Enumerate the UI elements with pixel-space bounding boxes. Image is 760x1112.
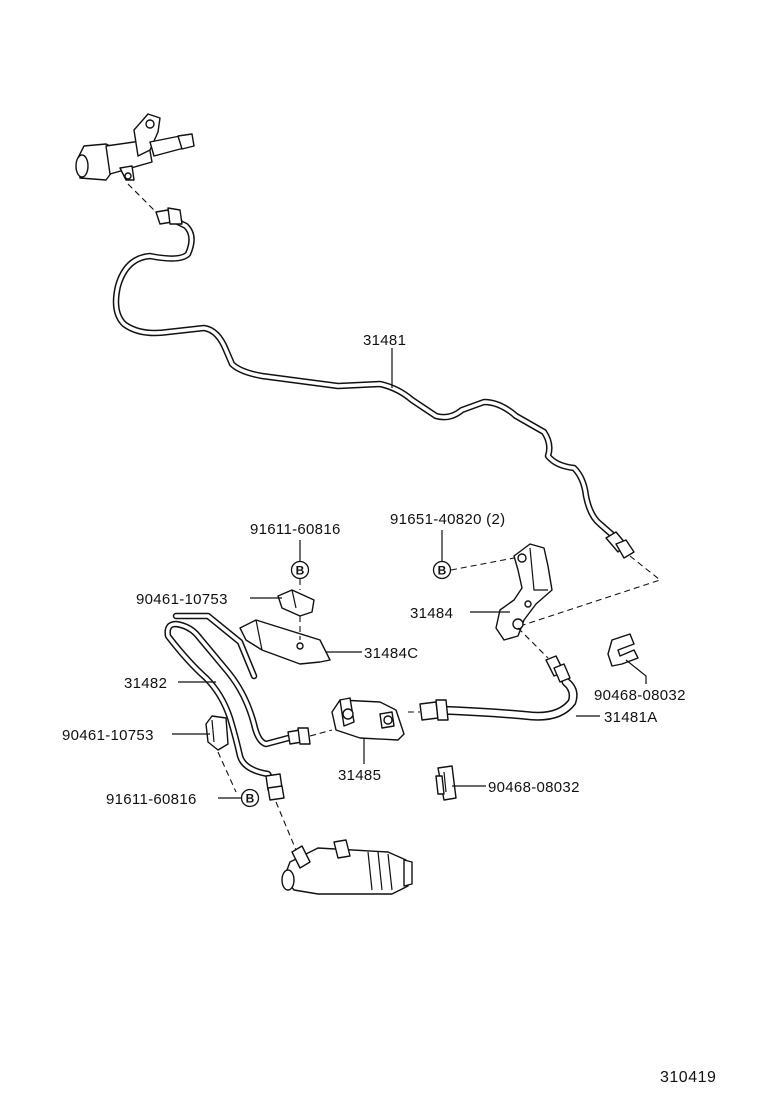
label-31484: 31484 bbox=[410, 605, 453, 622]
svg-text:B: B bbox=[246, 792, 255, 806]
diagram-reference-number: 310419 bbox=[660, 1069, 716, 1086]
clamp-90461-bottom[interactable] bbox=[205, 715, 229, 751]
clutch-pipe-31482[interactable] bbox=[164, 612, 311, 801]
clutch-release-cylinder[interactable] bbox=[281, 839, 413, 895]
label-31484c: 31484C bbox=[364, 645, 418, 662]
label-31481: 31481 bbox=[363, 332, 406, 349]
clutch-master-cylinder[interactable] bbox=[75, 113, 195, 181]
label-31485: 31485 bbox=[338, 767, 381, 784]
clip-90468-right[interactable] bbox=[607, 633, 639, 667]
clutch-pipe-31481[interactable] bbox=[112, 207, 635, 559]
label-90461-top: 90461-10753 bbox=[136, 591, 228, 608]
flexible-hose-31481A[interactable] bbox=[419, 655, 578, 721]
label-91611-top: 91611-60816 bbox=[250, 521, 341, 538]
union-bracket-31485[interactable] bbox=[331, 697, 405, 741]
label-90468-center: 90468-08032 bbox=[488, 779, 580, 796]
clamp-90461-top[interactable] bbox=[277, 589, 315, 617]
label-91611-bottom: 91611-60816 bbox=[106, 791, 197, 808]
label-31482: 31482 bbox=[124, 675, 167, 692]
svg-text:B: B bbox=[438, 564, 447, 578]
callout-b-top: B bbox=[290, 560, 310, 580]
svg-text:B: B bbox=[296, 564, 305, 578]
callout-b-bracket: B bbox=[432, 560, 452, 580]
bracket-31484[interactable] bbox=[495, 543, 553, 641]
label-90461-bottom: 90461-10753 bbox=[62, 727, 154, 744]
callout-b-bottom: B bbox=[240, 788, 260, 808]
label-91651: 91651-40820 (2) bbox=[390, 511, 505, 528]
label-90468-right: 90468-08032 bbox=[594, 687, 686, 704]
clip-90468-center[interactable] bbox=[435, 765, 457, 801]
bracket-31484C[interactable] bbox=[239, 619, 331, 665]
label-31481a: 31481A bbox=[604, 709, 658, 726]
